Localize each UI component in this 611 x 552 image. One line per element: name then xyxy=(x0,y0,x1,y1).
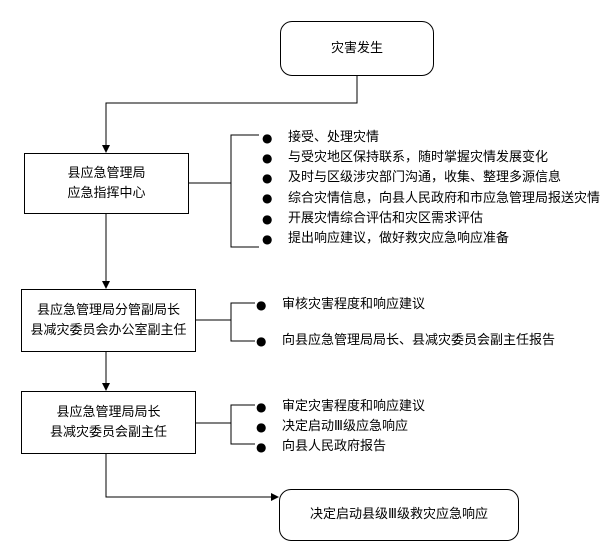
bullet-icon: ● xyxy=(262,191,273,205)
list-item: ● 审核灾害程度和响应建议 xyxy=(256,295,555,315)
list-item: ● 向县应急管理局局长、县减灾委员会副主任报告 xyxy=(256,331,555,351)
bracket-list3 xyxy=(230,404,255,445)
deputy-director-line1: 县应急管理局分管副局长 xyxy=(36,302,180,318)
command-center-task-list: ● 接受、处理灾情 ● 与受灾地区保持联系，随时掌握灾情发展变化 ● 及时与区级… xyxy=(262,128,611,262)
list-item: ● 接受、处理灾情 xyxy=(262,128,611,148)
start-box-label: 灾害发生 xyxy=(330,40,383,56)
list-item: ● 及时与区级涉灾部门沟通，收集、整理多源信息 xyxy=(262,168,611,188)
command-center-box: 县应急管理局 应急指挥中心 xyxy=(24,153,189,214)
bullet-icon: ● xyxy=(256,420,267,434)
deputy-director-box: 县应急管理局分管副局长 县减灾委员会办公室副主任 xyxy=(21,289,196,352)
arrow-box3-to-end xyxy=(105,454,279,501)
director-task-list: ● 审定灾害程度和响应建议 ● 决定启动Ⅲ级应急响应 ● 向县人民政府报告 xyxy=(256,397,425,457)
command-center-line2: 应急指挥中心 xyxy=(67,185,146,201)
bullet-icon: ● xyxy=(262,171,273,185)
start-box: 灾害发生 xyxy=(280,21,434,76)
bracket-list1 xyxy=(230,134,259,248)
director-line2: 县减灾委员会副主任 xyxy=(49,424,167,440)
list-item: ● 与受灾地区保持联系，随时掌握灾情发展变化 xyxy=(262,148,611,168)
bullet-icon: ● xyxy=(256,440,267,454)
bracket-list2 xyxy=(230,302,255,342)
director-box: 县应急管理局局长 县减灾委员会副主任 xyxy=(21,391,196,454)
command-center-line1: 县应急管理局 xyxy=(67,165,146,181)
deputy-director-task-list: ● 审核灾害程度和响应建议 ● 向县应急管理局局长、县减灾委员会副主任报告 xyxy=(256,295,555,351)
list-item: ● 决定启动Ⅲ级应急响应 xyxy=(256,417,425,437)
list-item: ●综合灾情信息，向县人民政府和市应急管理局报送灾情 xyxy=(262,188,611,209)
director-line1: 县应急管理局局长 xyxy=(56,404,161,420)
list-item: ● 审定灾害程度和响应建议 xyxy=(256,397,425,417)
list-item: ● 开展灾情综合评估和灾区需求评估 xyxy=(262,209,611,229)
arrow-start-to-box1 xyxy=(102,76,358,153)
bullet-icon: ● xyxy=(262,232,273,246)
end-box: 决定启动县级Ⅲ级救灾应急响应 xyxy=(279,489,519,541)
bullet-icon: ● xyxy=(256,334,267,348)
bullet-icon: ● xyxy=(262,151,273,165)
bullet-icon: ● xyxy=(262,131,273,145)
bullet-icon: ● xyxy=(262,212,273,226)
list-item: ● 提出响应建议，做好救灾应急响应准备 xyxy=(262,229,611,249)
end-box-label: 决定启动县级Ⅲ级救灾应急响应 xyxy=(310,507,488,522)
list-item: ● 向县人民政府报告 xyxy=(256,437,425,457)
deputy-director-line2: 县减灾委员会办公室副主任 xyxy=(30,322,187,338)
bullet-icon: ● xyxy=(256,400,267,414)
bullet-icon: ● xyxy=(256,298,267,312)
